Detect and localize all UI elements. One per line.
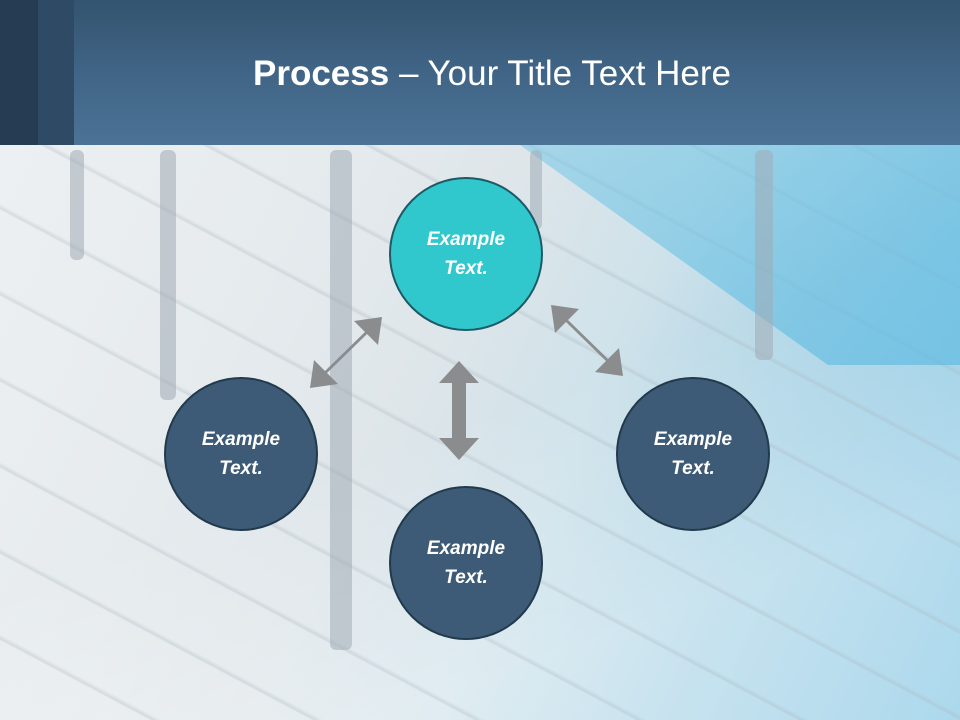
background-rail: [160, 150, 176, 400]
double-arrow-icon: [439, 361, 479, 460]
title-bold: Process: [253, 54, 390, 93]
node-label: Example Text.: [426, 229, 506, 279]
background-rail: [70, 150, 84, 260]
process-node-bottom[interactable]: Example Text.: [389, 486, 543, 640]
node-label: Example Text.: [426, 538, 506, 588]
slide-title: Process – Your Title Text Here: [0, 52, 960, 96]
node-label: Example Text.: [653, 429, 733, 479]
process-node-top[interactable]: Example Text.: [389, 177, 543, 331]
background-rail: [330, 150, 352, 650]
double-arrow-icon: [551, 305, 623, 376]
process-node-right[interactable]: Example Text.: [616, 377, 770, 531]
node-label: Example Text.: [201, 429, 281, 479]
header-accent-band: [38, 0, 74, 145]
title-rest: – Your Title Text Here: [389, 54, 731, 93]
background-rail: [530, 150, 542, 230]
header-accent-band: [0, 0, 38, 145]
background-rail: [755, 150, 773, 360]
process-node-left[interactable]: Example Text.: [164, 377, 318, 531]
slide-header: Process – Your Title Text Here: [0, 0, 960, 145]
double-arrow-icon: [310, 317, 382, 388]
